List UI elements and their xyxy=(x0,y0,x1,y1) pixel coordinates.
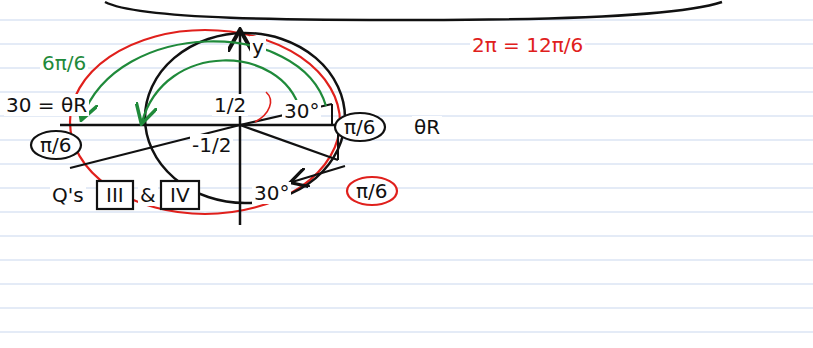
node-text: IV xyxy=(170,183,190,207)
node-text: π/6 xyxy=(356,179,388,203)
equation-note: 2π = 12π/6 xyxy=(470,34,585,56)
x-axis xyxy=(60,124,352,127)
pointer-arrow xyxy=(292,166,345,182)
red-circle xyxy=(70,30,340,214)
node-text: π/6 xyxy=(344,115,376,139)
rotation-arc xyxy=(142,60,300,122)
circled-angle: π/6 xyxy=(334,112,386,142)
angle-symbol: θR xyxy=(412,116,442,138)
angle-value: 30° xyxy=(252,182,291,204)
radius-line xyxy=(70,125,240,168)
unit-circle xyxy=(145,33,345,203)
circled-angle: π/6 xyxy=(30,130,82,160)
angle-mark xyxy=(255,92,270,122)
quadrant-note: & xyxy=(138,184,158,206)
box-edge xyxy=(105,2,722,20)
ruled-lines xyxy=(0,20,813,332)
node-text: π/6 xyxy=(40,133,72,157)
radius-line xyxy=(240,125,338,160)
drop-line xyxy=(331,104,333,126)
quadrant-box: IV xyxy=(160,180,200,210)
angle-note: 30 = θR xyxy=(4,94,89,116)
axis-label: y xyxy=(250,36,266,58)
angle-value: 6π/6 xyxy=(40,52,88,74)
circled-angle: π/6 xyxy=(346,176,398,206)
angle-value: 30° xyxy=(282,100,321,122)
quadrant-note: Q's xyxy=(50,184,86,206)
node-text: III xyxy=(106,183,124,207)
quadrant-box: III xyxy=(96,180,134,210)
coordinate-value: 1/2 xyxy=(212,94,248,116)
coordinate-value: -1/2 xyxy=(190,134,233,156)
